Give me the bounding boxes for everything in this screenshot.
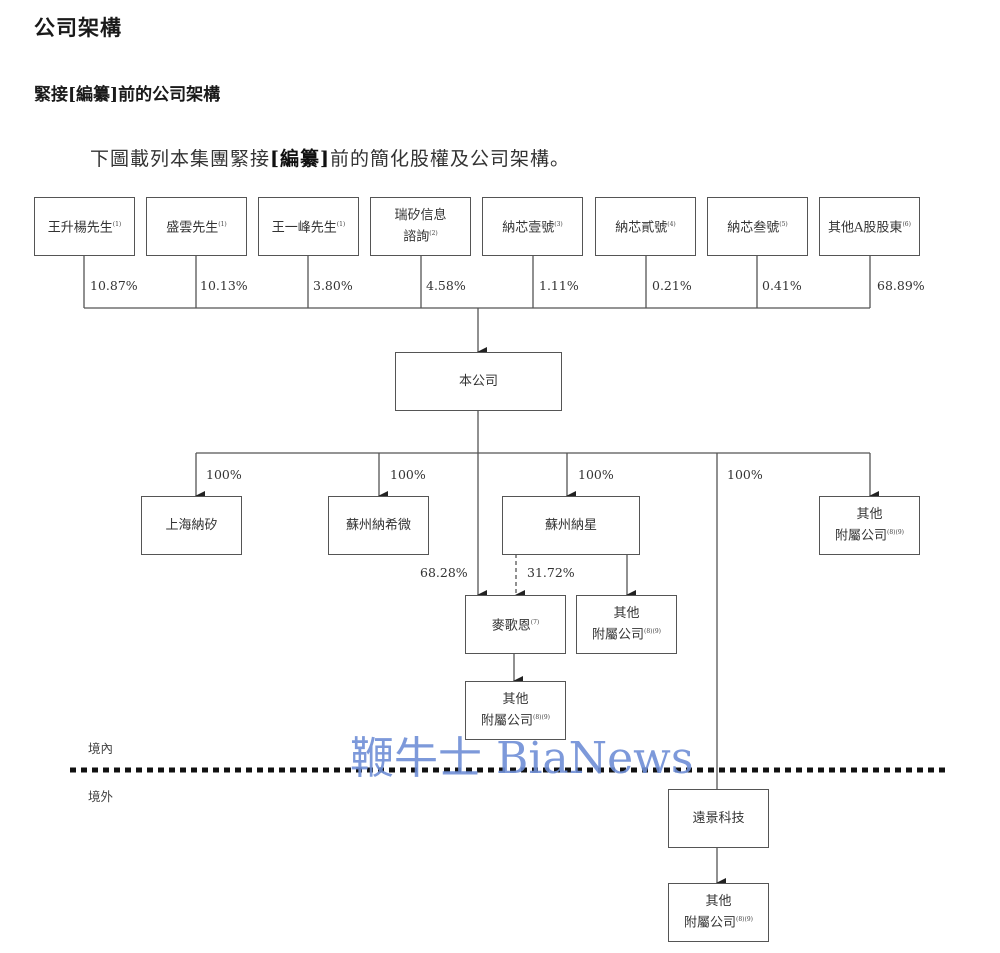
ownership-pct-suzhou-xiwei: 100% [390,467,426,482]
footnote-ref: (8)(9) [736,915,753,923]
subsidiary-name: 其他 [705,893,732,909]
shareholder-box: 納芯壹號(3) [482,197,583,256]
shareholder-name-line2: 諮詢 [403,229,430,245]
footnote-ref: (1) [112,220,122,228]
subsidiary-name: 其他 [613,605,640,621]
shareholding-pct: 4.58% [426,278,466,293]
company-name: 本公司 [458,373,498,389]
region-label-overseas: 境外 [88,789,114,804]
subsidiary-name-line2: 附屬公司 [834,528,887,544]
subsidiary-box-other-maigeen: 其他 附屬公司(8)(9) [465,681,566,740]
shareholder-box: 瑞矽信息 諮詢(2) [370,197,471,256]
subsidiary-name: 蘇州納希微 [345,517,411,533]
shareholder-name: 納芯叁號 [727,220,780,236]
shareholder-box: 其他A股股東(6) [819,197,920,256]
ownership-pct-yuanjing: 100% [727,467,763,482]
intro-paragraph: 下圖載列本集團緊接[編纂]前的簡化股權及公司架構。 [90,144,570,171]
shareholder-name: 瑞矽信息 [394,207,447,223]
subsidiary-name: 其他 [856,506,883,522]
footnote-ref: (4) [667,220,676,228]
footnote-ref: (8)(9) [644,627,661,635]
shareholding-pct: 0.41% [762,278,802,293]
intro-text-redacted: [編纂] [270,148,330,170]
ownership-pct-suzhou-naxing: 100% [578,467,614,482]
ownership-pct-maigeen-naxing: 31.72% [527,565,575,580]
section-subheading: 緊接[編纂]前的公司架構 [34,85,221,105]
shareholder-box: 納芯叁號(5) [707,197,808,256]
intro-text-after: 前的簡化股權及公司架構。 [330,148,571,170]
shareholder-box: 盛雲先生(1) [146,197,247,256]
company-box: 本公司 [395,352,562,411]
shareholding-pct: 0.21% [652,278,692,293]
shareholder-box: 納芯貳號(4) [595,197,696,256]
shareholding-pct: 3.80% [313,278,353,293]
shareholding-pct: 10.13% [200,278,248,293]
shareholder-name: 王一峰先生 [271,220,337,236]
section-heading: 公司架構 [34,15,122,40]
subsidiary-name: 其他 [502,691,529,707]
subsidiary-box-yuanjing: 遠景科技 [668,789,769,848]
shareholding-pct: 1.11% [539,278,579,293]
footnote-ref: (6) [902,220,911,228]
shareholder-name: 納芯貳號 [615,220,668,236]
shareholder-name: 王升楊先生 [47,220,113,236]
shareholder-box: 王一峰先生(1) [258,197,359,256]
watermark: 鞭牛士 BiaNews [350,733,694,784]
footnote-ref: (1) [218,220,227,228]
intro-text-before: 下圖載列本集團緊接 [90,148,271,170]
ownership-pct-shanghai: 100% [206,467,242,482]
subsidiary-name-line2: 附屬公司 [591,627,644,643]
subsidiary-box-shanghai: 上海納矽 [141,496,242,555]
subsidiary-name-line2: 附屬公司 [683,915,736,931]
shareholder-box: 王升楊先生(1) [34,197,135,256]
footnote-ref: (8)(9) [533,713,550,721]
subsidiary-box-other-naxing: 其他 附屬公司(8)(9) [576,595,677,654]
shareholder-name: 盛雲先生 [166,220,219,236]
footnote-ref: (8)(9) [887,528,904,536]
subsidiary-name: 蘇州納星 [544,517,597,533]
footnote-ref: (3) [554,220,563,228]
subsidiary-box-other-yuanjing: 其他 附屬公司(8)(9) [668,883,769,942]
subsidiary-name-line2: 附屬公司 [480,713,533,729]
shareholding-pct: 10.87% [90,278,138,293]
footnote-ref: (7) [530,618,540,626]
ownership-pct-maigeen-company: 68.28% [420,565,468,580]
subsidiary-name: 遠景科技 [692,810,745,826]
subsidiary-name: 上海納矽 [165,517,218,533]
region-label-domestic: 境內 [88,741,114,756]
subsidiary-box-suzhou-xiwei: 蘇州納希微 [328,496,429,555]
footnote-ref: (5) [779,220,788,228]
footnote-ref: (2) [429,229,438,237]
shareholding-pct: 68.89% [877,278,925,293]
subsidiary-box-suzhou-naxing: 蘇州納星 [502,496,640,555]
subsidiary-box-other: 其他 附屬公司(8)(9) [819,496,920,555]
subsidiary-box-maigeen: 麥歌恩(7) [465,595,566,654]
shareholder-name: 其他A股股東 [828,220,903,236]
shareholder-name: 納芯壹號 [502,220,555,236]
subsidiary-name: 麥歌恩 [491,618,531,634]
footnote-ref: (1) [336,220,346,228]
